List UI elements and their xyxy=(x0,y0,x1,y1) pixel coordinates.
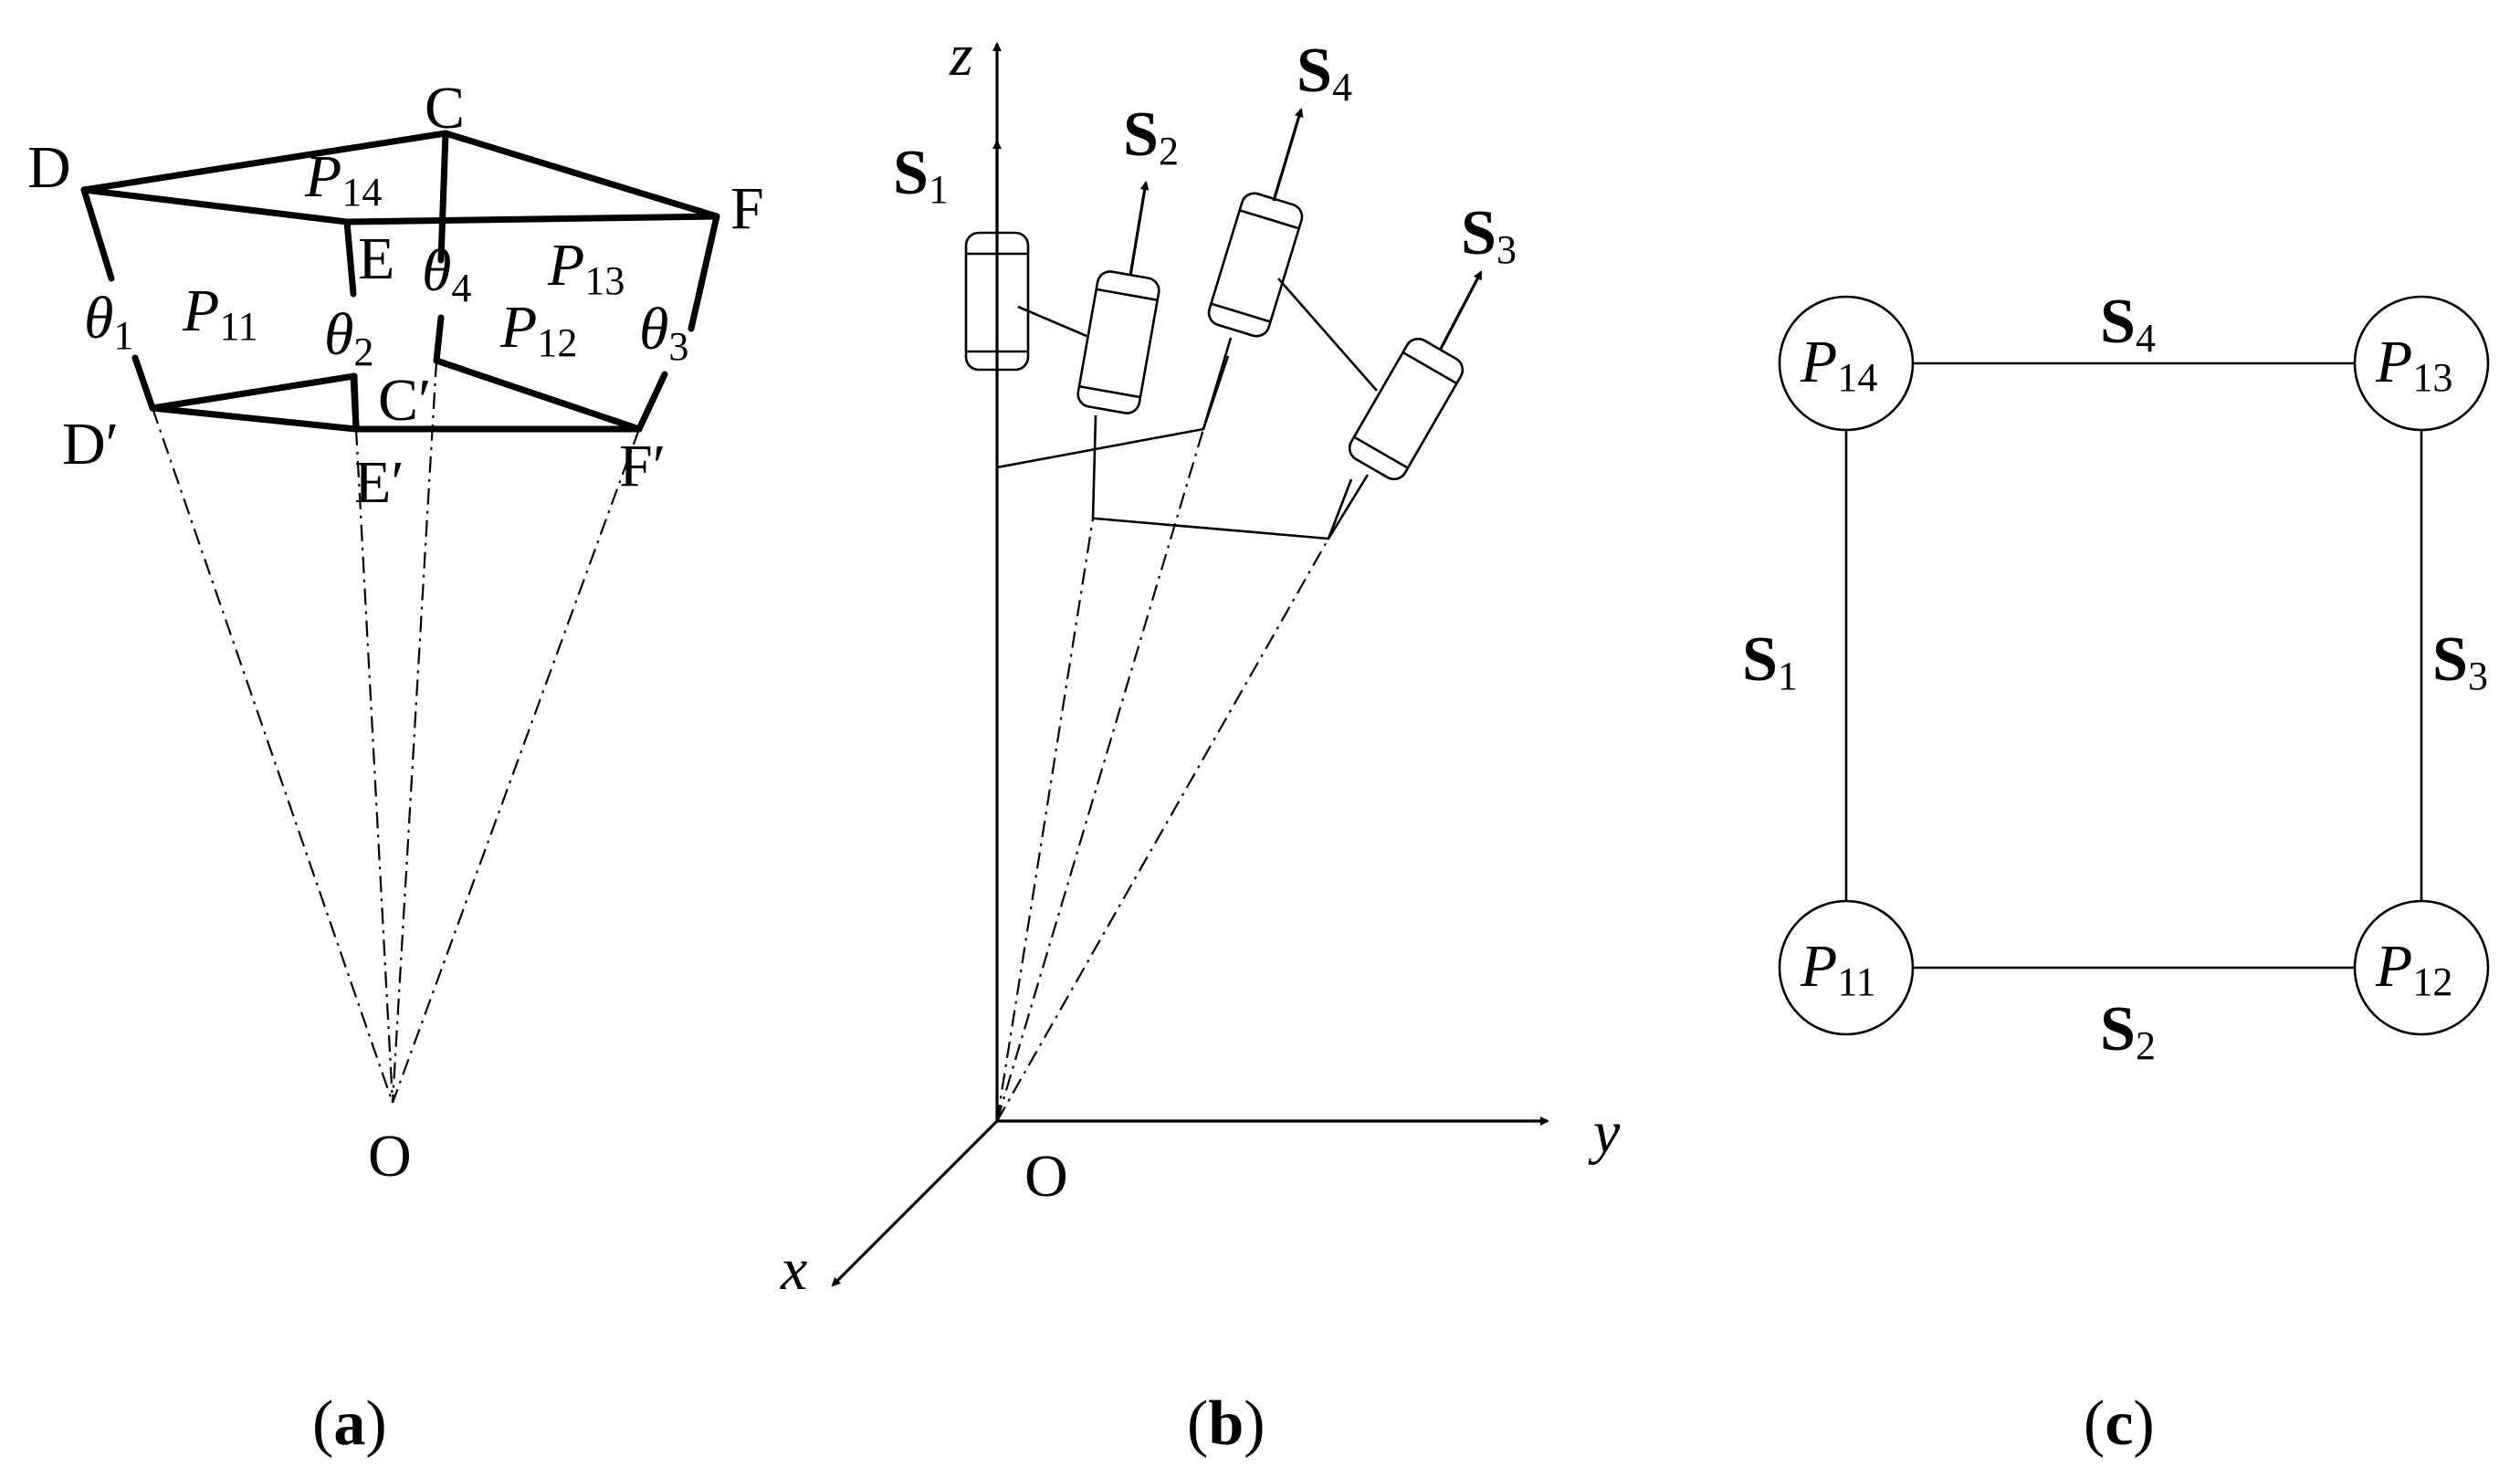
label-o: O xyxy=(368,1123,412,1190)
label-node-p12: P12 xyxy=(2375,933,2452,1004)
edge-cprime-fprime xyxy=(433,357,643,433)
caption-a: (a) xyxy=(312,1389,387,1459)
joint-s4-cylinder xyxy=(1207,192,1304,338)
label-node-p11: P11 xyxy=(1800,933,1876,1004)
label-theta2: θ2 xyxy=(324,301,373,374)
joint-s3-cylinder xyxy=(1348,337,1465,481)
label-s2: S2 xyxy=(1123,100,1179,173)
label-edge-s1: S1 xyxy=(1742,624,1798,698)
link-s2-s3 xyxy=(1093,478,1353,540)
edge-dprime-eprime xyxy=(149,372,643,433)
panel-b: z y x O S1 S2 S4 S3 (b) xyxy=(780,22,1621,1459)
edge-e-down xyxy=(343,218,357,298)
proj-e xyxy=(354,428,394,1104)
label-s1: S1 xyxy=(893,138,949,212)
lower-links xyxy=(131,314,668,433)
joint-s2-cylinder xyxy=(1076,270,1160,414)
x-axis xyxy=(831,1119,999,1287)
edge-dprime-cprime-fprime xyxy=(149,404,360,433)
link-s4-s3 xyxy=(1277,278,1378,392)
label-edge-s4: S4 xyxy=(2100,287,2156,361)
label-d: D xyxy=(27,134,71,201)
edge-d-down xyxy=(80,186,115,282)
ray-s2 xyxy=(995,518,1095,1122)
node-p11 xyxy=(1778,899,1915,1036)
s2-arrow xyxy=(1129,181,1150,277)
label-node-p14: P14 xyxy=(1800,329,1877,400)
node-p12 xyxy=(2353,899,2490,1036)
upper-links xyxy=(80,130,720,332)
label-p12: P12 xyxy=(499,294,577,365)
caption-c: (c) xyxy=(2084,1389,2155,1459)
ray-s3 xyxy=(996,538,1329,1122)
node-p14 xyxy=(1778,295,1915,432)
label-p14: P14 xyxy=(304,143,382,215)
label-p11: P11 xyxy=(182,278,258,349)
edge-cprime-up xyxy=(433,314,445,364)
label-theta4: θ4 xyxy=(422,237,471,310)
link-s3-down xyxy=(1327,474,1370,540)
edge-c-down xyxy=(437,130,449,264)
label-c-prime: C′ xyxy=(378,367,431,434)
label-e: E xyxy=(358,225,394,292)
label-e-prime: E′ xyxy=(354,449,404,516)
edge-d-e-f xyxy=(80,186,720,225)
panel-a: D C F E O D′ E′ C′ F′ P14 P11 P13 P12 θ1… xyxy=(27,75,764,1459)
label-f-prime: F′ xyxy=(619,433,666,499)
caption-b: (b) xyxy=(1187,1389,1265,1459)
label-y: y xyxy=(1588,1099,1621,1166)
label-z: z xyxy=(949,22,973,89)
panel-c: P14 P13 P11 P12 S4 S2 S1 S3 (c) xyxy=(1742,287,2490,1459)
proj-d xyxy=(151,407,394,1104)
label-p13: P13 xyxy=(547,232,625,303)
s3-arrow xyxy=(1439,270,1483,350)
proj-c xyxy=(391,360,438,1104)
link-s4-down xyxy=(1202,337,1233,430)
edge-fprime-up xyxy=(635,371,668,433)
projection-lines xyxy=(151,360,641,1104)
label-s4: S4 xyxy=(1297,36,1352,110)
s4-arrow xyxy=(1272,108,1304,202)
ray-s4 xyxy=(995,428,1205,1122)
proj-f xyxy=(391,428,641,1104)
label-x: x xyxy=(780,1236,807,1303)
label-c: C xyxy=(425,75,465,142)
label-f: F xyxy=(730,175,764,242)
label-s3: S3 xyxy=(1461,198,1517,272)
label-origin: O xyxy=(1024,1143,1068,1210)
link-s1-s2 xyxy=(1017,305,1087,338)
node-p13 xyxy=(2353,295,2490,432)
edge-dprime-up xyxy=(131,354,156,412)
label-theta1: θ1 xyxy=(84,285,133,358)
label-theta3: θ3 xyxy=(639,296,688,369)
label-d-prime: D′ xyxy=(62,411,119,477)
link-s2-down xyxy=(1091,414,1097,519)
label-node-p13: P13 xyxy=(2375,329,2452,400)
edge-f-down xyxy=(688,213,720,332)
label-edge-s3: S3 xyxy=(2432,624,2488,698)
label-edge-s2: S2 xyxy=(2100,994,2156,1068)
